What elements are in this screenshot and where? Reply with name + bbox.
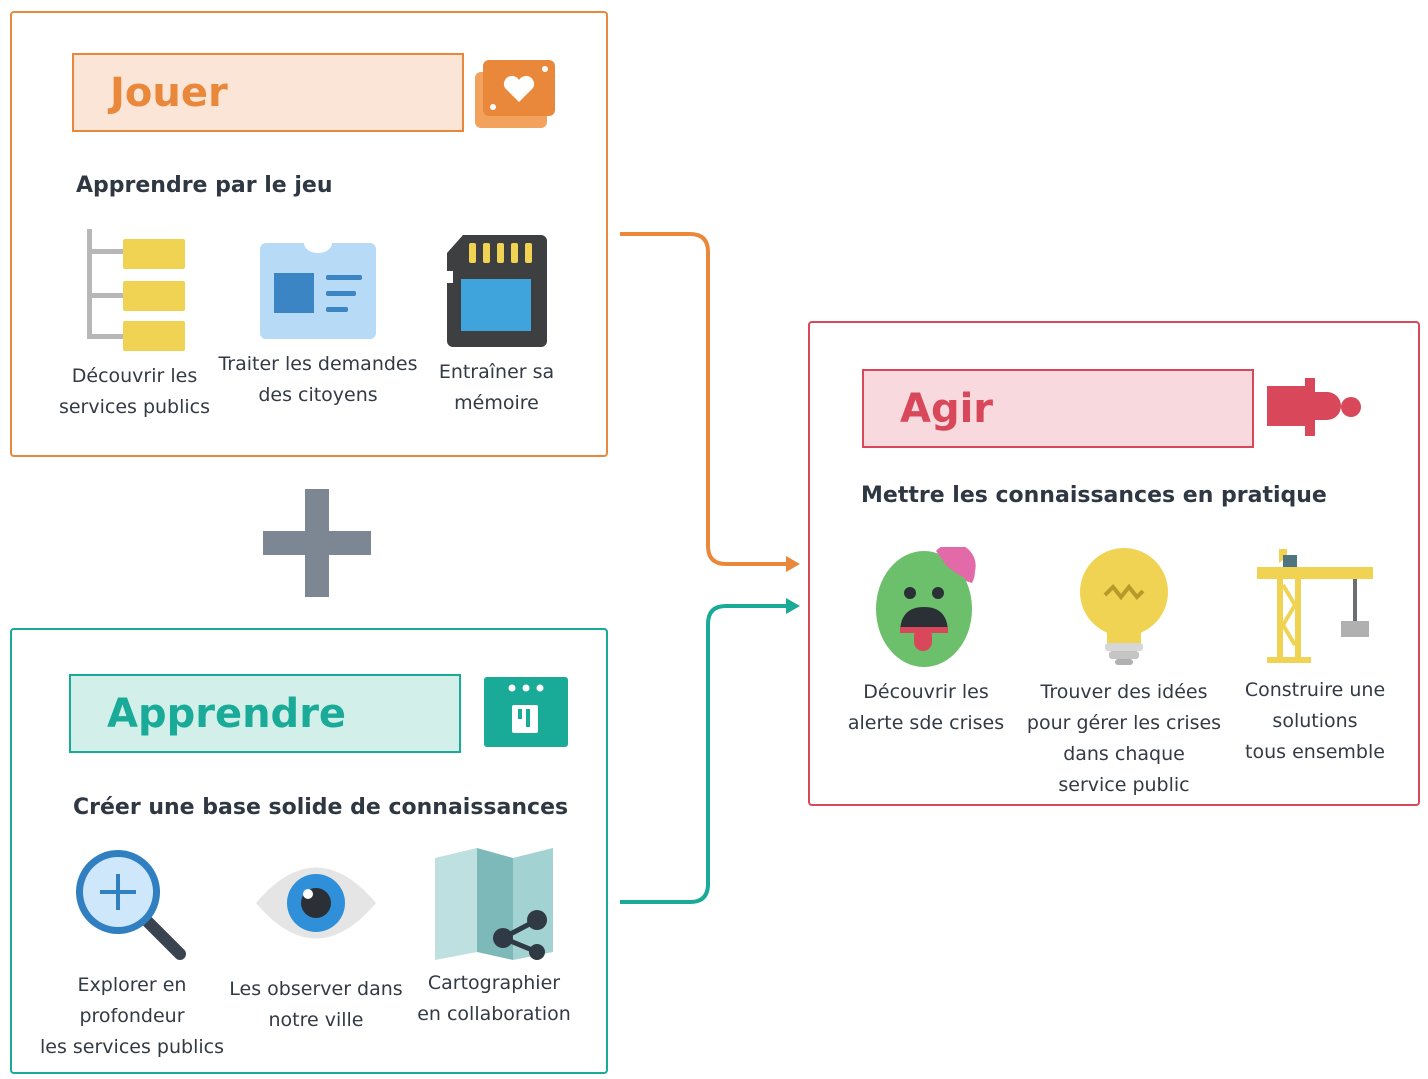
zombie-face-icon (876, 547, 976, 667)
jouer-arrowhead (786, 556, 800, 572)
item-observer: Les observer dans notre ville (217, 860, 415, 1036)
id-card-icon (260, 243, 376, 339)
item-explorer: Explorer en profondeur les services publ… (30, 846, 234, 1063)
crane-icon (1257, 549, 1373, 663)
item-decouvrir-alertes: Découvrir les alerte sde crises (840, 547, 1012, 739)
eye-icon (256, 867, 376, 939)
memory-card-icon (446, 235, 547, 347)
megaphone-icon (1267, 378, 1361, 436)
panel-agir: Agir Mettre les connaissances en pratiqu… (808, 321, 1420, 806)
item-label: Traiter les demandes des citoyens (218, 353, 418, 406)
jouer-to-agir-arrow (620, 232, 788, 566)
item-cartographier: Cartographier en collaboration (410, 848, 578, 1030)
item-entrainer-memoire: Entraîner sa mémoire (424, 233, 569, 419)
item-label: Construire une solutions tous ensemble (1244, 679, 1386, 763)
item-label: Les observer dans notre ville (229, 978, 403, 1031)
item-label: Trouver des idées pour gérer les crises … (1026, 681, 1222, 796)
magnifier-plus-icon (76, 850, 186, 960)
apprendre-to-agir-arrow (620, 604, 788, 904)
panel-title: Apprendre (69, 674, 461, 753)
item-traiter-demandes: Traiter les demandes des citoyens (209, 241, 427, 411)
item-label: Cartographier en collaboration (417, 972, 571, 1025)
panel-title: Agir (862, 369, 1254, 448)
shared-map-icon (435, 848, 553, 960)
item-decouvrir-services: Découvrir les services publics (42, 229, 227, 423)
item-construire: Construire une solutions tous ensemble (1230, 549, 1400, 768)
item-label: Entraîner sa mémoire (438, 361, 555, 414)
panel-subtitle: Mettre les connaissances en pratique (861, 483, 1327, 508)
item-label: Explorer en profondeur les services publ… (40, 974, 224, 1058)
panel-title: Jouer (72, 53, 464, 132)
hierarchy-icon (86, 229, 185, 351)
panel-jouer: Jouer Apprendre par le jeu Découvrir les… (10, 11, 608, 457)
plus-icon (263, 489, 371, 597)
panel-apprendre: Apprendre Créer une base solide de conna… (10, 628, 608, 1074)
panel-subtitle: Apprendre par le jeu (76, 173, 333, 198)
panel-subtitle: Créer une base solide de connaissances (73, 795, 569, 820)
item-label: Découvrir les alerte sde crises (847, 681, 1005, 734)
playing-cards-icon (475, 60, 555, 128)
item-label: Découvrir les services publics (58, 365, 211, 418)
item-trouver-idees: Trouver des idées pour gérer les crises … (1015, 547, 1233, 801)
lightbulb-icon (1080, 548, 1168, 665)
apprendre-arrowhead (786, 598, 800, 614)
calendar-icon (484, 677, 568, 747)
